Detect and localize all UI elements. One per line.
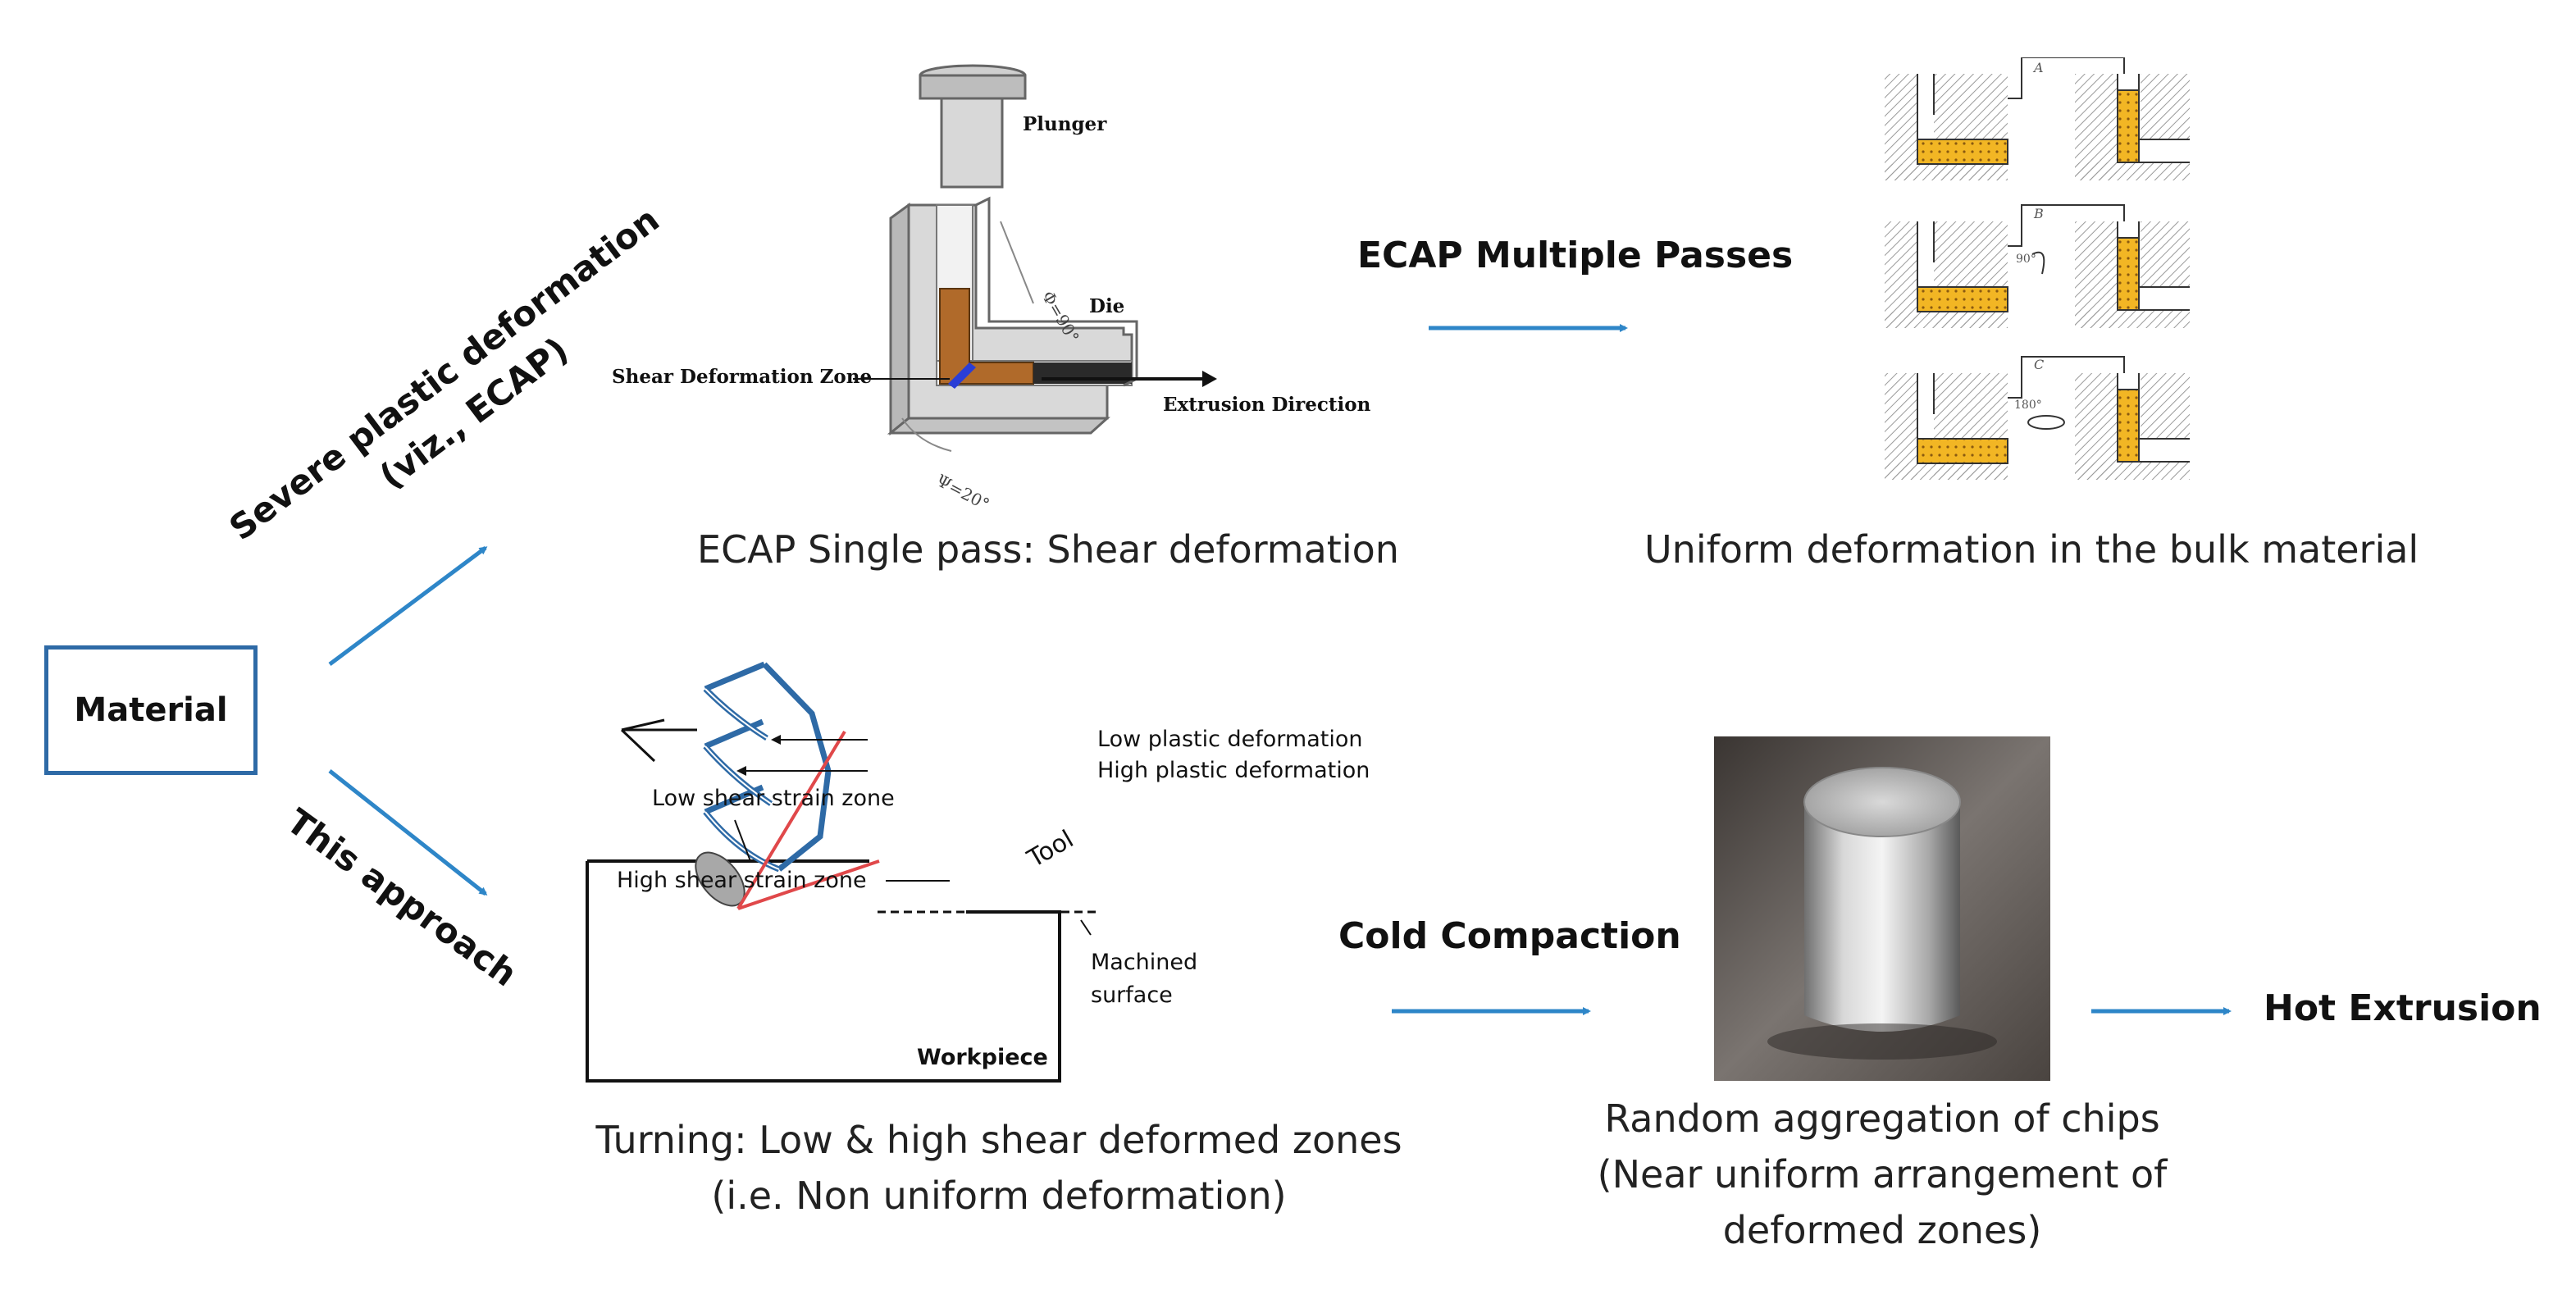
psi-angle-label: Ψ=20° (933, 470, 993, 514)
die-side (889, 203, 910, 436)
shear-zone-label: Shear Deformation Zone (612, 366, 873, 388)
high-plastic-arrowhead (736, 766, 746, 776)
billet-body (1804, 802, 1960, 1032)
extrusion-direction-label: Extrusion Direction (1163, 394, 1371, 416)
turning-caption-line1: Turning: Low & high shear deformed zones (595, 1118, 1402, 1162)
low-shear-label: Low shear strain zone (652, 786, 895, 811)
low-shear-pointer (734, 819, 751, 862)
extrusion-direction-arrowhead (1202, 371, 1217, 387)
ecap-die-figure: Φ=90° Ψ=20° (853, 64, 1217, 514)
die-bottom (887, 417, 1110, 435)
ecap-multiple-passes-label: ECAP Multiple Passes (1357, 235, 1794, 276)
machined-surface-pointer (1080, 919, 1092, 936)
material-label: Material (74, 691, 228, 729)
compaction-caption-line3: deformed zones) (1722, 1208, 2042, 1252)
cutting-tool (736, 730, 880, 910)
turning-caption: Turning: Low & high shear deformed zones… (589, 1112, 1409, 1224)
cold-compaction-label: Cold Compaction (1338, 915, 1681, 957)
extruded-bar (1033, 362, 1132, 384)
route-b-angle: 90° (2016, 253, 2036, 266)
arrow-to-ecap (328, 545, 488, 667)
material-box: Material (44, 645, 258, 775)
plunger-shaft (940, 97, 1004, 189)
turning-caption-line2: (i.e. Non uniform deformation) (711, 1174, 1287, 1218)
route-c-label: C (2034, 357, 2044, 372)
high-shear-label: High shear strain zone (617, 868, 867, 893)
ecap-caption: ECAP Single pass: Shear deformation (697, 527, 1399, 572)
billet-top-face (1803, 767, 1961, 837)
compaction-caption: Random aggregation of chips (Near unifor… (1554, 1091, 2210, 1258)
high-plastic-label: High plastic deformation (1097, 758, 1370, 783)
low-plastic-label: Low plastic deformation (1097, 727, 1363, 752)
compacted-billet-photo (1714, 736, 2050, 1081)
workpiece-label: Workpiece (917, 1045, 1048, 1070)
chip-pointer-arrows (620, 718, 697, 763)
machined-surface-label-line1: Machined (1091, 950, 1198, 975)
route-b (1885, 204, 2190, 328)
multiple-passes-caption: Uniform deformation in the bulk material (1644, 527, 2419, 572)
compaction-caption-line2: (Near uniform arrangement of (1597, 1152, 2168, 1197)
route-c-angle: 180° (2014, 399, 2042, 412)
route-c (1885, 356, 2190, 480)
hot-extrusion-label: Hot Extrusion (2264, 987, 2542, 1029)
phi-leader (1000, 221, 1034, 304)
turning-figure (586, 661, 1099, 1083)
low-plastic-arrowhead (771, 735, 781, 745)
arrow-to-turning (328, 769, 488, 896)
compaction-caption-line1: Random aggregation of chips (1604, 1096, 2160, 1141)
route-a (1885, 57, 2190, 180)
shear-plane (948, 362, 976, 389)
plunger-head-body (919, 74, 1027, 100)
die-label: Die (1089, 295, 1125, 317)
plunger-label: Plunger (1023, 113, 1107, 135)
psi-arc (901, 417, 952, 452)
route-a-label: A (2032, 60, 2044, 75)
route-b-label: B (2033, 206, 2044, 221)
billet-shadow (1767, 1023, 1997, 1060)
machined-surface-label-line2: surface (1091, 982, 1173, 1008)
ecap-routes-figure: A B 90° C 180° (1885, 57, 2190, 480)
chip-inner-lines (704, 688, 780, 870)
